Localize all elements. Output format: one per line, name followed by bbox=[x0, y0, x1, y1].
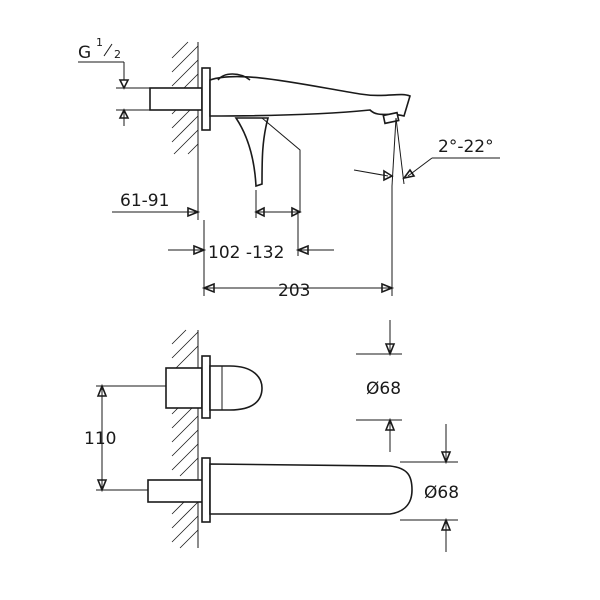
dim-wall-thickness: 61-91 bbox=[112, 155, 201, 220]
dia-top-label: Ø68 bbox=[366, 379, 401, 399]
dim-spout-label: 203 bbox=[278, 281, 310, 301]
handle-lever bbox=[234, 117, 270, 188]
dim-spout-projection: 203 bbox=[201, 186, 395, 301]
wall-plate bbox=[201, 67, 211, 131]
handle-knob bbox=[209, 365, 263, 411]
spout-pipe bbox=[147, 479, 205, 503]
thread-label: G bbox=[78, 43, 91, 63]
spout-body bbox=[209, 75, 411, 117]
lever-range bbox=[261, 117, 301, 212]
dim-height: 110 bbox=[84, 383, 166, 493]
dim-dia-top: Ø68 bbox=[356, 320, 402, 452]
wall-hatch-bottom bbox=[171, 329, 199, 549]
thread-numerator: 1 bbox=[96, 36, 103, 49]
thread-callout: G 1 2 bbox=[78, 36, 150, 126]
plan-view: 110 Ø68 Ø68 bbox=[84, 320, 459, 552]
dia-bottom-label: Ø68 bbox=[424, 483, 459, 503]
lever-cap bbox=[217, 73, 251, 81]
supply-pipe bbox=[149, 87, 203, 111]
dim-height-label: 110 bbox=[84, 429, 116, 449]
handle-sleeve bbox=[165, 367, 203, 409]
handle-rosette bbox=[201, 355, 211, 419]
aerator bbox=[382, 111, 400, 125]
angle-label: 2°-22° bbox=[438, 137, 494, 157]
dim-wall-label: 61-91 bbox=[120, 191, 169, 211]
spout-rosette bbox=[201, 457, 211, 523]
dim-lever-distance: 102 -132 bbox=[168, 214, 334, 296]
angle-callout: 2°-22° bbox=[353, 117, 500, 187]
dim-lever-label: 102 -132 bbox=[208, 243, 284, 263]
dim-lever-range-marker bbox=[254, 190, 302, 218]
side-view: G 1 2 2°-22° 61-91 bbox=[78, 36, 500, 301]
dim-dia-bottom: Ø68 bbox=[400, 424, 459, 552]
spout-top bbox=[209, 463, 413, 515]
thread-denominator: 2 bbox=[114, 48, 121, 61]
